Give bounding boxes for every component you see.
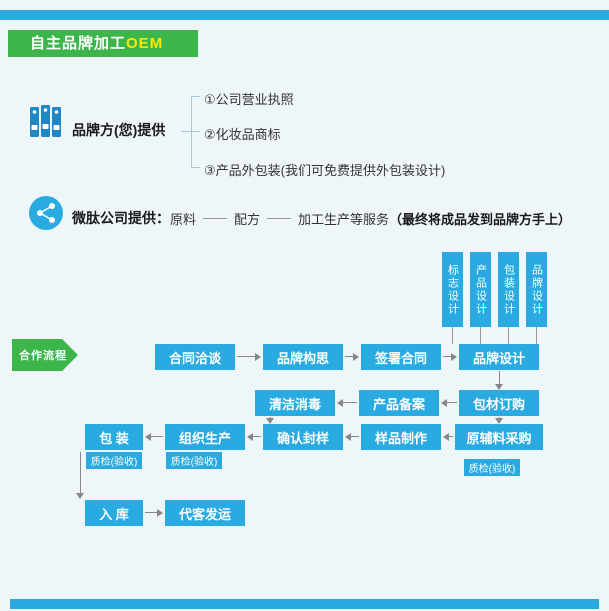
arrow-right-icon: [443, 353, 457, 361]
flow-step-raw-material-purchase: 原辅料采购: [455, 424, 543, 450]
connector-line: [480, 327, 481, 344]
arrow-down-icon: [266, 417, 274, 424]
flow-step-contract-talks: 合同洽谈: [155, 344, 235, 370]
flow-step-packing: 包 装: [85, 424, 143, 450]
brand-item-license: ①公司营业执照: [204, 92, 294, 107]
dash-line: [203, 217, 228, 219]
top-divider-bar: [0, 10, 609, 20]
arrow-down-icon: [495, 417, 503, 424]
flow-step-warehouse: 入 库: [85, 500, 143, 526]
arrow-left-icon: [247, 433, 261, 441]
arrow-down-icon: [76, 452, 84, 499]
arrow-down-icon: [495, 371, 503, 390]
connector-line: [536, 327, 537, 344]
bracket-line: [191, 131, 200, 132]
brand-provider-label: 品牌方(您)提供: [72, 122, 166, 138]
arrow-right-icon: [145, 509, 163, 517]
flow-step-brand-concept: 品牌构思: [263, 344, 343, 370]
qc-check-badge: 质检(验收): [166, 452, 222, 469]
flow-step-brand-design: 品牌设计: [459, 344, 539, 370]
flow-step-sign-contract: 签署合同: [361, 344, 441, 370]
arrow-left-icon: [443, 433, 453, 441]
arrow-right-icon: [237, 353, 261, 361]
company-provider-label: 微肽公司提供: [72, 210, 156, 226]
design-column-brand: 品牌设计: [526, 252, 547, 327]
arrow-left-icon: [145, 433, 163, 441]
company-note: （最终将成品发到品牌方手上）: [389, 211, 572, 227]
bottom-divider-bar: [10, 599, 599, 609]
company-item-raw-material: 原料: [170, 211, 197, 227]
flow-step-clean-disinfect: 清洁消毒: [255, 390, 335, 416]
cooperation-flow-arrow: 合作流程: [12, 339, 78, 371]
binders-icon: [27, 101, 65, 146]
flow-step-packaging-order: 包材订购: [459, 390, 539, 416]
arrow-left-icon: [345, 433, 359, 441]
flow-step-organize-production: 组织生产: [165, 424, 245, 450]
company-item-production-service: 加工生产等服务: [298, 211, 390, 227]
company-provider-line: 微肽公司提供： 原料 配方 加工生产等服务 （最终将成品发到品牌方手上）: [72, 208, 571, 228]
colon: ：: [156, 210, 170, 226]
banner-title: 自主品牌加工: [30, 35, 127, 52]
design-column-packaging: 包装设计: [498, 252, 519, 327]
arrow-left-icon: [441, 399, 457, 407]
company-item-formula: 配方: [234, 211, 261, 227]
dash-line: [267, 217, 292, 219]
design-column-product: 产品设计: [470, 252, 491, 327]
arrow-right-icon: [345, 353, 359, 361]
brand-item-trademark: ②化妆品商标: [204, 127, 281, 142]
connector-line: [452, 327, 453, 344]
bracket-line: [191, 167, 200, 168]
bracket-line: [191, 96, 200, 97]
flow-step-shipping: 代客发运: [165, 500, 245, 526]
flow-step-confirm-sample: 确认封样: [263, 424, 343, 450]
banner-highlight: OEM: [126, 35, 164, 52]
bracket-line: [181, 131, 191, 132]
flow-step-sample-making: 样品制作: [361, 424, 441, 450]
qc-check-badge: 质检(验收): [464, 459, 520, 476]
network-share-icon: [27, 194, 65, 237]
brand-item-packaging: ③产品外包装(我们可免费提供外包装设计): [204, 163, 446, 178]
design-column-logo: 标志设计: [442, 252, 463, 327]
cooperation-flow-label: 合作流程: [19, 350, 67, 362]
flow-step-product-filing: 产品备案: [359, 390, 439, 416]
qc-check-badge: 质检(验收): [86, 452, 142, 469]
arrow-left-icon: [337, 399, 357, 407]
connector-line: [508, 327, 509, 344]
title-banner: 自主品牌加工OEM: [8, 30, 198, 57]
